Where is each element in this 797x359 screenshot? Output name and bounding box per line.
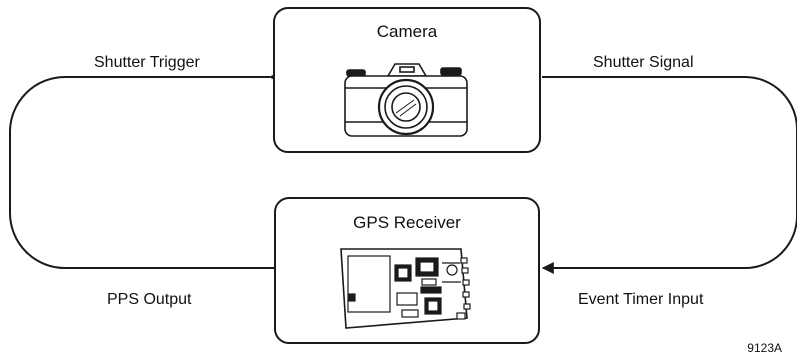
shutter-trigger-arrow bbox=[9, 71, 281, 269]
figure-id: 9123A bbox=[747, 341, 782, 355]
event-timer-input-label: Event Timer Input bbox=[578, 291, 704, 308]
pps-output-label: PPS Output bbox=[107, 291, 192, 308]
shutter-trigger-label: Shutter Trigger bbox=[94, 54, 201, 71]
circuit-board-icon bbox=[340, 248, 471, 329]
gps-node: GPS Receiver bbox=[274, 197, 540, 344]
shutter-signal-label: Shutter Signal bbox=[593, 54, 694, 71]
gps-title: GPS Receiver bbox=[353, 213, 461, 232]
camera-title: Camera bbox=[377, 22, 438, 41]
camera-icon bbox=[344, 63, 468, 137]
shutter-signal-arrow bbox=[541, 76, 797, 274]
connectors bbox=[9, 71, 797, 274]
camera-node: Camera bbox=[273, 7, 541, 153]
